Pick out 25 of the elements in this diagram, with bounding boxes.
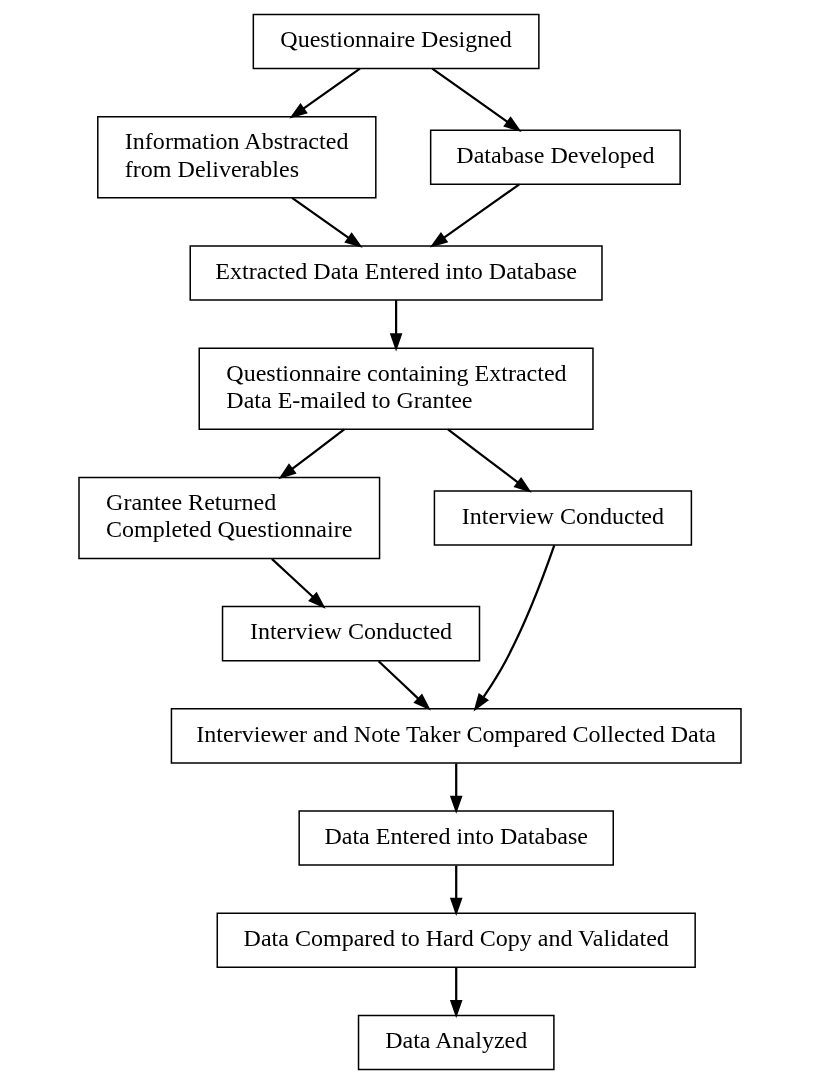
node-box: Information Abstracted from Deliverables [96,115,377,199]
node-box: Data Entered into Database [297,810,614,866]
arrow [377,660,431,711]
arrow [431,67,522,132]
arrow [277,428,345,480]
arrow [389,300,402,352]
node-box: Extracted Data Entered into Database [188,245,603,301]
arrow [473,544,555,712]
arrow [449,763,463,814]
arrow [288,67,361,119]
node-box: Questionnaire Designed [252,13,540,70]
node-box: Interview Conducted [221,605,480,662]
arrow [270,558,326,609]
node-box: Interviewer and Note Taker Compared Collected Data [170,708,742,764]
arrow [449,967,463,1019]
arrow [429,183,520,248]
node-box: Data Compared to Hard Copy and Validated [216,912,696,969]
arrow [290,196,363,248]
node-box: Interview Conducted [433,490,692,546]
node-box: Data Analyzed [357,1014,555,1071]
node-box: Database Developed [429,129,681,186]
arrow [446,428,532,493]
node-box: Grantee Returned Completed Questionnaire [77,476,380,560]
arrow [449,865,463,916]
node-box: Questionnaire containing Extracted Data E-mailed to Grantee [198,347,594,431]
